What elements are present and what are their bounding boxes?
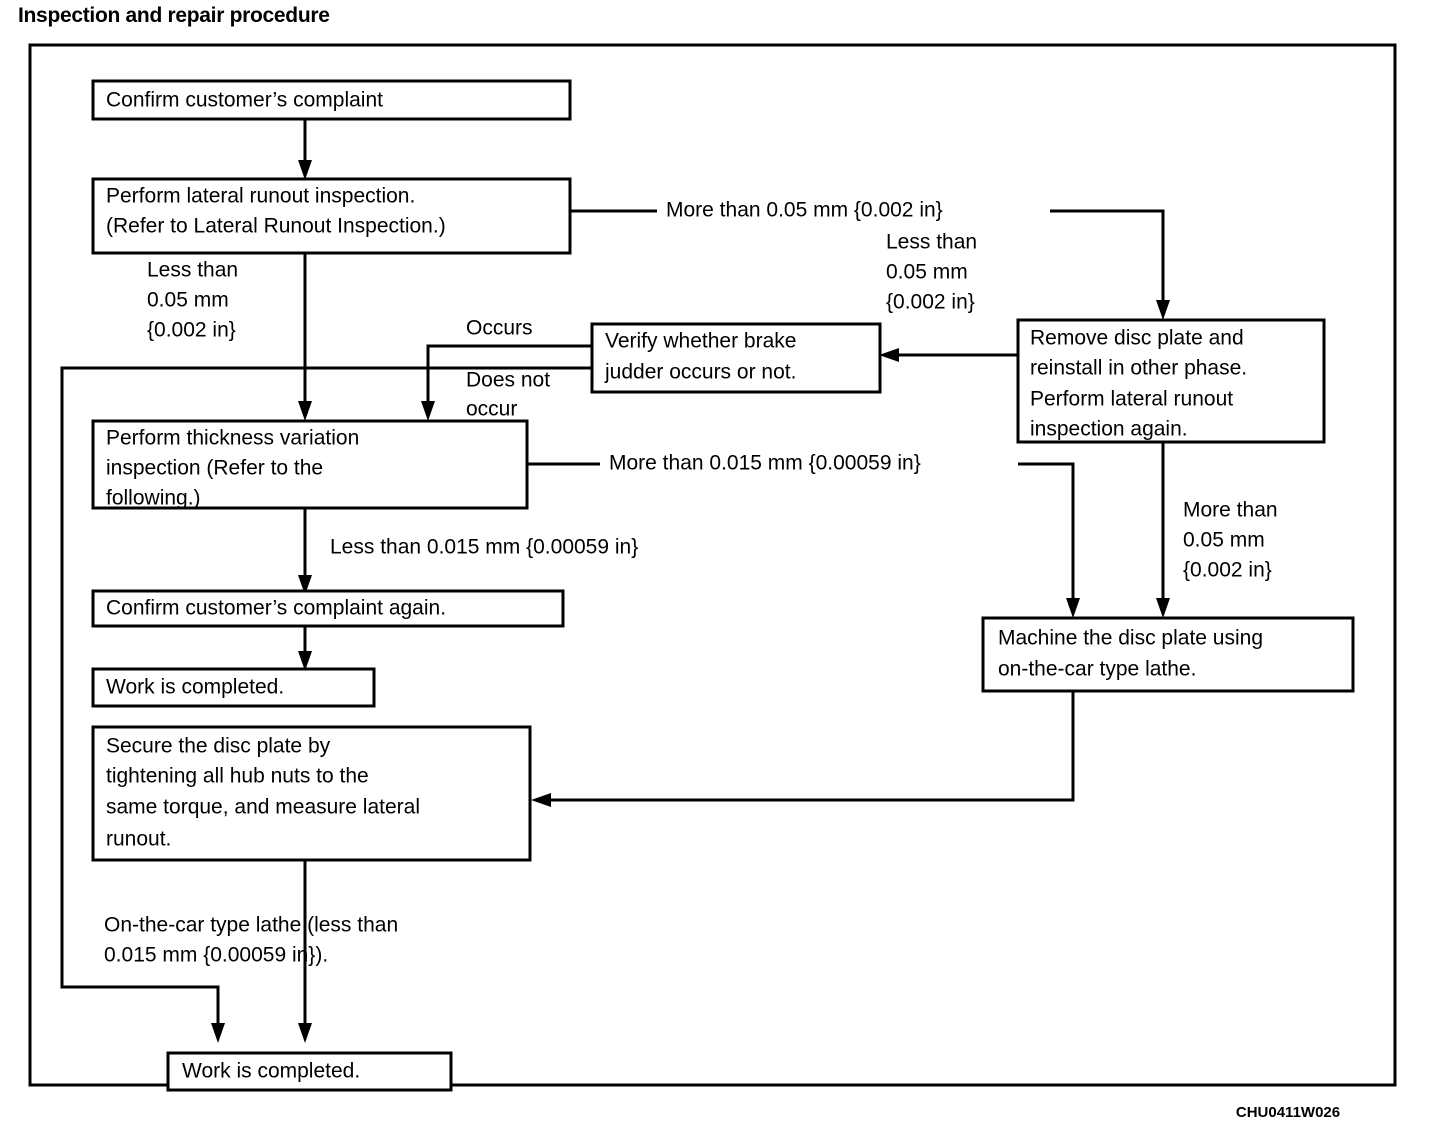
node-thickness-variation-inspection-line-0: Perform thickness variation: [106, 427, 359, 450]
edge-label-less-than-005-right-0: Less than: [886, 231, 977, 254]
edge-label-more-than-005-lower-0: More than: [1183, 499, 1278, 522]
node-verify-brake-judder[interactable]: [590, 322, 882, 394]
node-lateral-runout-inspection-line-0: Perform lateral runout inspection.: [106, 185, 415, 208]
node-confirm-complaint-again-line-0: Confirm customer’s complaint again.: [106, 597, 446, 620]
edge-label-more-than-005: More than 0.05 mm {0.002 in}: [666, 199, 943, 222]
node-machine-disc-plate[interactable]: [981, 616, 1355, 693]
edge-label-less-than-0015: Less than 0.015 mm {0.00059 in}: [330, 536, 638, 559]
node-machine-disc-plate-line-0: Machine the disc plate using: [998, 627, 1263, 650]
edge-label-less-than-005-right-1: 0.05 mm: [886, 261, 968, 284]
edge-label-on-the-car-lathe-1: 0.015 mm {0.00059 in}).: [104, 944, 328, 967]
arrowhead-n3-n5-occurs: [421, 401, 435, 421]
node-verify-brake-judder-line-1: judder occurs or not.: [604, 361, 796, 384]
edge-label-less-than-005-left-2: {0.002 in}: [147, 319, 236, 342]
node-confirm-complaint-again[interactable]: [91, 589, 565, 628]
node-machine-disc-plate-line-1: on-the-car type lathe.: [998, 658, 1196, 681]
node-remove-disc-plate-line-3: inspection again.: [1030, 418, 1188, 441]
node-secure-disc-plate[interactable]: [91, 725, 532, 862]
node-work-completed-upper[interactable]: [91, 667, 376, 708]
edge-label-occurs: Occurs: [466, 317, 533, 340]
node-secure-disc-plate-line-0: Secure the disc plate by: [106, 735, 331, 758]
edge-label-less-than-005-left-1: 0.05 mm: [147, 289, 229, 312]
arrowhead-n6-n7: [298, 651, 312, 671]
node-verify-brake-judder-line-0: Verify whether brake: [605, 330, 796, 353]
node-work-completed-lower-line-0: Work is completed.: [182, 1060, 360, 1083]
edge-label-does-not-occur-1: occur: [466, 398, 517, 421]
node-remove-disc-plate-line-2: Perform lateral runout: [1030, 388, 1233, 411]
arrowhead-n8-n10: [298, 1023, 312, 1043]
arrowhead-n5-n9: [1066, 598, 1080, 618]
arrowhead-leftrail-n10: [211, 1023, 225, 1043]
node-thickness-variation-inspection[interactable]: [91, 419, 529, 510]
connector-n5-n9: [527, 462, 1075, 605]
node-secure-disc-plate-line-3: runout.: [106, 828, 171, 851]
node-thickness-variation-inspection-line-1: inspection (Refer to the: [106, 457, 323, 480]
edge-label-on-the-car-lathe-0: On-the-car type lathe (less than: [104, 914, 398, 937]
figure-code: CHU0411W026: [1236, 1104, 1340, 1121]
node-remove-disc-plate-line-0: Remove disc plate and: [1030, 327, 1244, 350]
connector-n3-leftrail: [60, 366, 592, 1030]
node-confirm-complaint-line-0: Confirm customer’s complaint: [106, 89, 383, 112]
node-lateral-runout-inspection[interactable]: [91, 177, 572, 255]
node-secure-disc-plate-line-1: tightening all hub nuts to the: [106, 765, 369, 788]
connector-n3-n5-occurs: [426, 344, 592, 408]
edge-label-more-than-005-lower-1: 0.05 mm: [1183, 529, 1265, 552]
node-confirm-complaint[interactable]: [91, 79, 572, 121]
edge-label-does-not-occur-0: Does not: [466, 369, 550, 392]
page-title: Inspection and repair procedure: [18, 4, 330, 27]
node-thickness-variation-inspection-line-2: following.): [106, 487, 201, 510]
connector-n2-n4: [571, 209, 1165, 308]
arrowhead-n1-n2: [298, 160, 312, 180]
arrowhead-n2-n4: [1156, 300, 1170, 320]
arrowhead-n5-n6: [298, 575, 312, 595]
node-work-completed-upper-line-0: Work is completed.: [106, 676, 284, 699]
edge-label-less-than-005-right-2: {0.002 in}: [886, 291, 975, 314]
arrowhead-n2-n5: [298, 401, 312, 421]
node-remove-disc-plate-line-1: reinstall in other phase.: [1030, 357, 1247, 380]
edge-label-more-than-0015: More than 0.015 mm {0.00059 in}: [609, 452, 921, 475]
diagram-border: [28, 43, 1397, 1087]
node-lateral-runout-inspection-line-1: (Refer to Lateral Runout Inspection.): [106, 215, 446, 238]
node-remove-disc-plate[interactable]: [1016, 318, 1326, 444]
connector-n9-n8: [545, 691, 1075, 802]
edge-label-less-than-005-left-0: Less than: [147, 259, 238, 282]
arrowhead-n4-n3: [879, 348, 899, 362]
arrowhead-n9-n8: [531, 793, 551, 807]
node-work-completed-lower[interactable]: [166, 1051, 453, 1092]
edge-label-more-than-005-lower-2: {0.002 in}: [1183, 559, 1272, 582]
arrowhead-n4-n9: [1156, 598, 1170, 618]
node-secure-disc-plate-line-2: same torque, and measure lateral: [106, 796, 420, 819]
